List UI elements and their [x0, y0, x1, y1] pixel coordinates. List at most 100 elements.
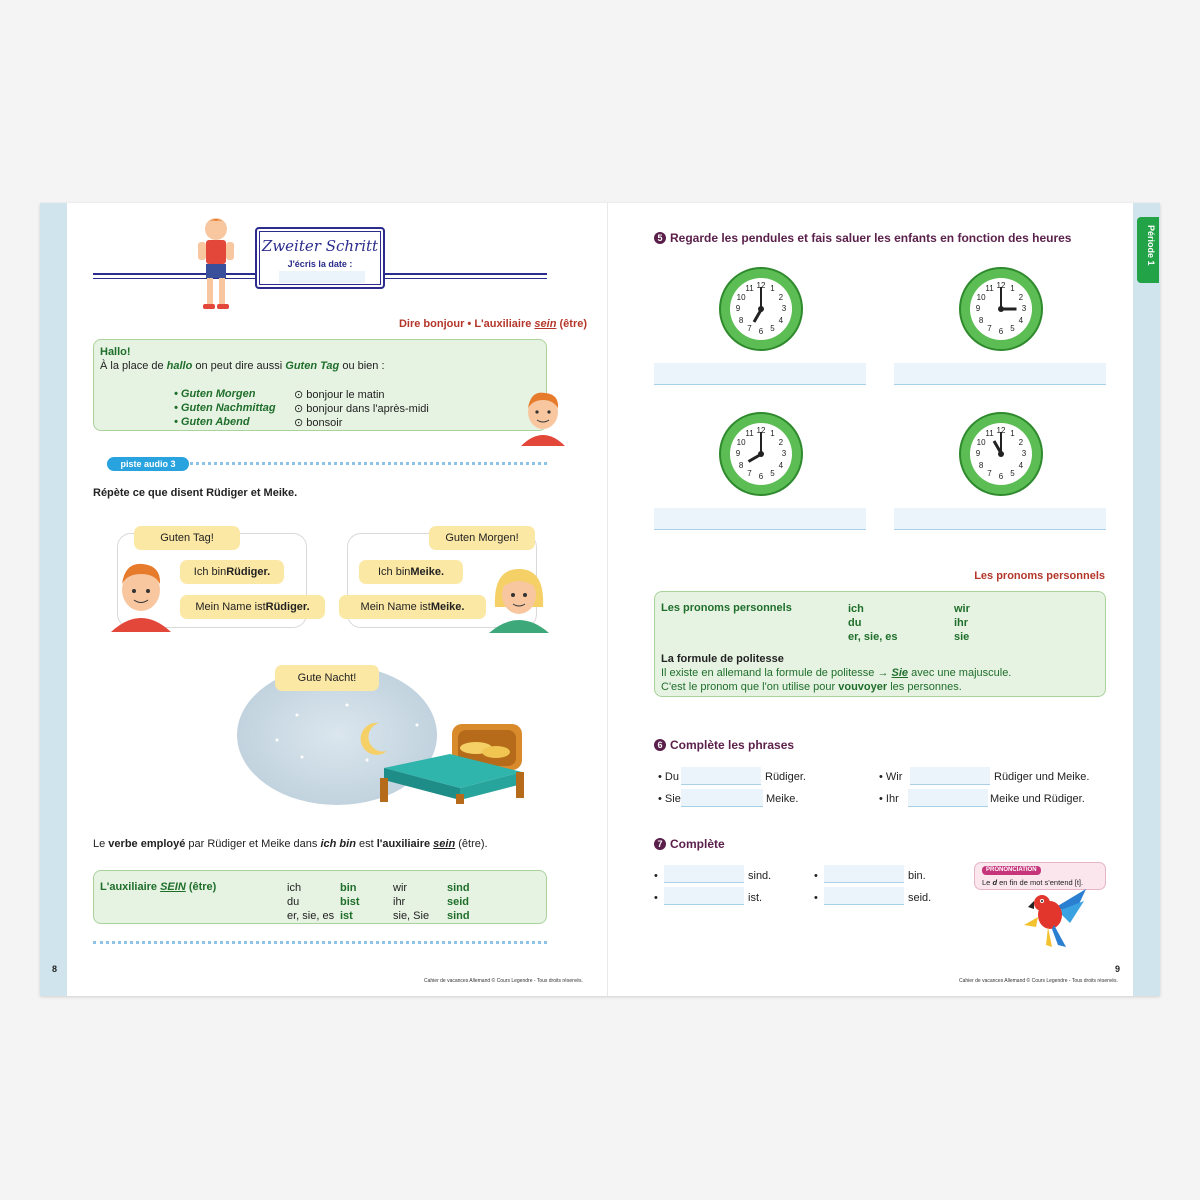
pron-d: d: [992, 878, 998, 887]
title-card: Zweiter Schritt J'écris la date :: [255, 227, 385, 289]
ex6-row-3-pre: • Wir: [879, 771, 903, 783]
ex7-row-3-input[interactable]: [824, 865, 904, 883]
formula-part: Il existe en allemand la formule de poli…: [661, 667, 892, 679]
pronoun: du: [848, 617, 862, 629]
bubble-text: Mein Name ist: [360, 601, 431, 613]
ex6-row-2-input[interactable]: [681, 789, 763, 807]
answer-line-clock-2[interactable]: [894, 363, 1106, 385]
clock-numeral: 7: [987, 468, 992, 478]
section-title-sep: •: [464, 318, 475, 330]
clock-numeral: 8: [978, 315, 984, 325]
clock-numeral: 12: [996, 281, 1006, 290]
ex6-number-badge: 6: [654, 739, 666, 751]
pronoun: ihr: [954, 617, 969, 629]
hallo-box: Hallo! À la place de hallo on peut dire …: [93, 339, 547, 431]
clock-numeral: 4: [778, 315, 784, 325]
clock-numeral: 2: [1018, 437, 1024, 447]
clock-numeral: 11: [745, 429, 754, 439]
ex6-row-2-post: Meike.: [766, 793, 799, 805]
clock-numeral: 7: [987, 323, 992, 333]
ex7-row-2-input[interactable]: [664, 887, 744, 905]
sentence-part: sein: [433, 838, 456, 850]
greeting-de-2: • Guten Abend: [174, 416, 250, 428]
pronoun: sie: [954, 631, 970, 643]
greeting-de-0: • Guten Morgen: [174, 388, 256, 400]
bed-illustration: [380, 724, 524, 804]
ex6-row-1-input[interactable]: [681, 767, 761, 785]
period-tab[interactable]: Période 1: [1137, 217, 1159, 283]
book-spread: Zweiter Schritt J'écris la date : Dire b…: [40, 203, 1160, 996]
section-title: Dire bonjour • L'auxiliaire sein (être): [399, 318, 587, 330]
bubble-name: Meike.: [410, 566, 445, 578]
meike-face-illustration: [489, 569, 549, 633]
section-title-sein: sein: [534, 318, 557, 330]
pronunciation-box: PRONONCIATION Le d en fin de mot s'enten…: [974, 862, 1106, 890]
hallo-intro-part: ou bien :: [339, 360, 385, 372]
clock-numeral: 2: [778, 292, 784, 302]
sentence-part: ich bin: [320, 838, 356, 850]
bubble-text: Ich bin: [193, 566, 227, 578]
verb-form: bist: [340, 896, 360, 908]
pronoun: er, sie, es: [287, 910, 335, 922]
ex7-row-4-post: seid.: [908, 892, 932, 904]
verb-form: seid: [447, 896, 470, 908]
section-title-part: L'auxiliaire: [474, 318, 535, 330]
clock-numeral: 11: [745, 284, 754, 294]
date-input[interactable]: [279, 271, 365, 283]
ex6-row-3-input[interactable]: [910, 767, 990, 785]
clock-minute-hand: [760, 432, 762, 454]
ex6-row-4-input[interactable]: [908, 789, 988, 807]
answer-line-clock-4[interactable]: [894, 508, 1106, 530]
clock-numeral: 9: [735, 449, 741, 458]
clock-numeral: 12: [996, 426, 1006, 435]
pronunciation-text: Le d en fin de mot s'entend [t].: [982, 878, 1083, 887]
audio-divider: [107, 462, 547, 465]
greeting-fr-0: ⊙ bonjour le matin: [294, 389, 385, 401]
copyright-left: Cahier de vacances Allemand © Cours Lege…: [424, 978, 583, 984]
ex7-row-4-input[interactable]: [824, 887, 904, 905]
ex7-row-1-input[interactable]: [664, 865, 744, 883]
formula-sie: Sie: [891, 667, 909, 679]
clock-numeral: 1: [1010, 284, 1015, 294]
clock-numeral: 8: [978, 460, 984, 470]
ex6-row-4-pre: • Ihr: [879, 793, 899, 805]
clock-numeral: 1: [770, 284, 775, 294]
greeting-fr-2: ⊙ bonsoir: [294, 417, 343, 429]
clock-numeral: 4: [1018, 460, 1024, 470]
audio-track-badge[interactable]: piste audio 3: [107, 457, 189, 471]
clock-numeral: 2: [778, 437, 784, 447]
clock-numeral: 11: [985, 284, 994, 294]
bubble-gute-nacht: Gute Nacht!: [275, 665, 379, 691]
ex7-row-1-pre: •: [654, 870, 658, 882]
answer-line-clock-3[interactable]: [654, 508, 866, 530]
ex6-row-3-post: Rüdiger und Meike.: [994, 771, 1090, 783]
ex6-row-1-post: Rüdiger.: [765, 771, 806, 783]
clock-numeral: 1: [1010, 429, 1015, 439]
clock-minute-hand: [1000, 287, 1002, 309]
answer-line-clock-1[interactable]: [654, 363, 866, 385]
ex7-row-1-post: sind.: [748, 870, 772, 882]
guten-tag-word: Guten Tag: [285, 360, 340, 372]
sentence-part: l'auxiliaire: [376, 838, 434, 850]
pronouns-section-title: Les pronoms personnels: [974, 570, 1105, 582]
clock-numeral: 4: [1018, 315, 1024, 325]
page-number-right: 9: [1115, 964, 1121, 974]
verb-form: sind: [447, 882, 470, 894]
pronoun: wir: [393, 882, 408, 894]
ex7-row-3-post: bin.: [908, 870, 926, 882]
formula-title: La formule de politesse: [661, 653, 784, 665]
formula-vouvoyer: vouvoyer: [838, 681, 888, 693]
clock-numeral: 4: [778, 460, 784, 470]
clock-numeral: 12: [756, 281, 766, 290]
section-title-part: Dire bonjour: [398, 318, 465, 330]
